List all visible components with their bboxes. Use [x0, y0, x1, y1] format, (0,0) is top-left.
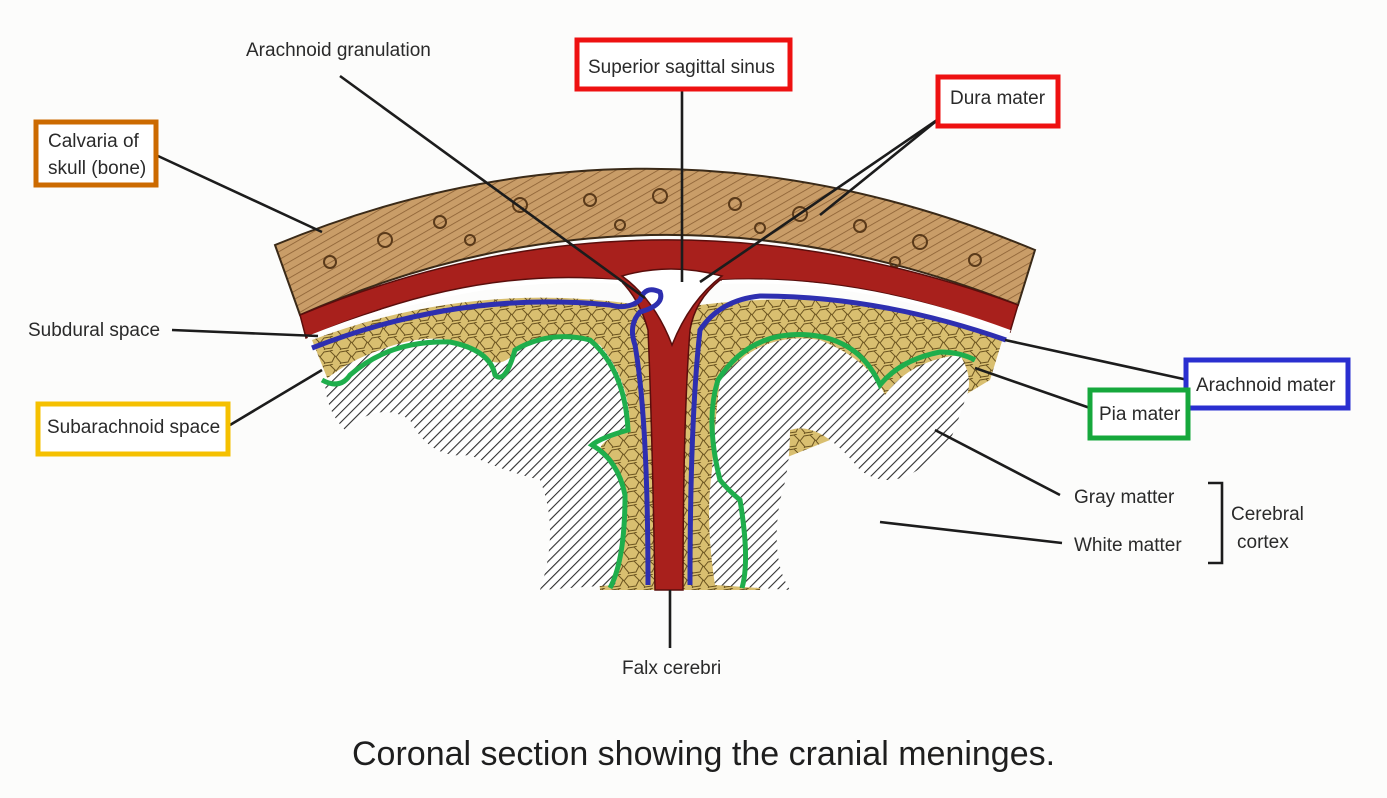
calvaria-bone	[273, 167, 1037, 317]
leader-lines	[157, 74, 1189, 648]
calvaria-label-line2: skull (bone)	[48, 158, 146, 179]
cortex-left	[325, 335, 630, 590]
pia-mater-right	[709, 332, 977, 589]
bone-trabeculae	[323, 188, 982, 269]
calvaria-box	[33, 119, 159, 188]
arachnoid-mater-label: Arachnoid mater	[1196, 375, 1336, 396]
cerebral-cortex-bracket	[1208, 481, 1224, 565]
arachnoid-mater	[311, 287, 664, 586]
calvaria-label-line1: Calvaria of	[48, 131, 140, 152]
falx-cerebri-label: Falx cerebri	[622, 658, 721, 679]
subarachnoid-space-box	[35, 401, 231, 457]
cerebral-cortex-label-line2: cortex	[1237, 532, 1289, 553]
superior-sagittal-sinus-label: Superior sagittal sinus	[588, 57, 775, 78]
subdural-space-label: Subdural space	[28, 320, 160, 341]
cortex-right	[709, 338, 969, 590]
pia-mater-left	[320, 334, 631, 590]
superior-sagittal-sinus-box	[574, 37, 793, 92]
arachnoid-mater-box	[1183, 357, 1351, 411]
subdural-space-line	[307, 278, 1011, 340]
dura-mater-label: Dura mater	[950, 88, 1046, 109]
cerebral-cortex-label-line1: Cerebral	[1231, 504, 1304, 525]
arachnoid-mater-right	[687, 293, 1007, 586]
white-matter-label: White matter	[1074, 535, 1182, 556]
figure-caption: Coronal section showing the cranial meni…	[352, 735, 1055, 773]
pia-mater-label: Pia mater	[1099, 404, 1181, 425]
subarachnoid-space-label: Subarachnoid space	[47, 417, 220, 438]
dura-mater-box	[935, 74, 1061, 129]
pia-mater-box	[1087, 387, 1191, 441]
arachnoid-granulation-label: Arachnoid granulation	[246, 40, 431, 61]
gray-matter-label: Gray matter	[1074, 487, 1175, 508]
